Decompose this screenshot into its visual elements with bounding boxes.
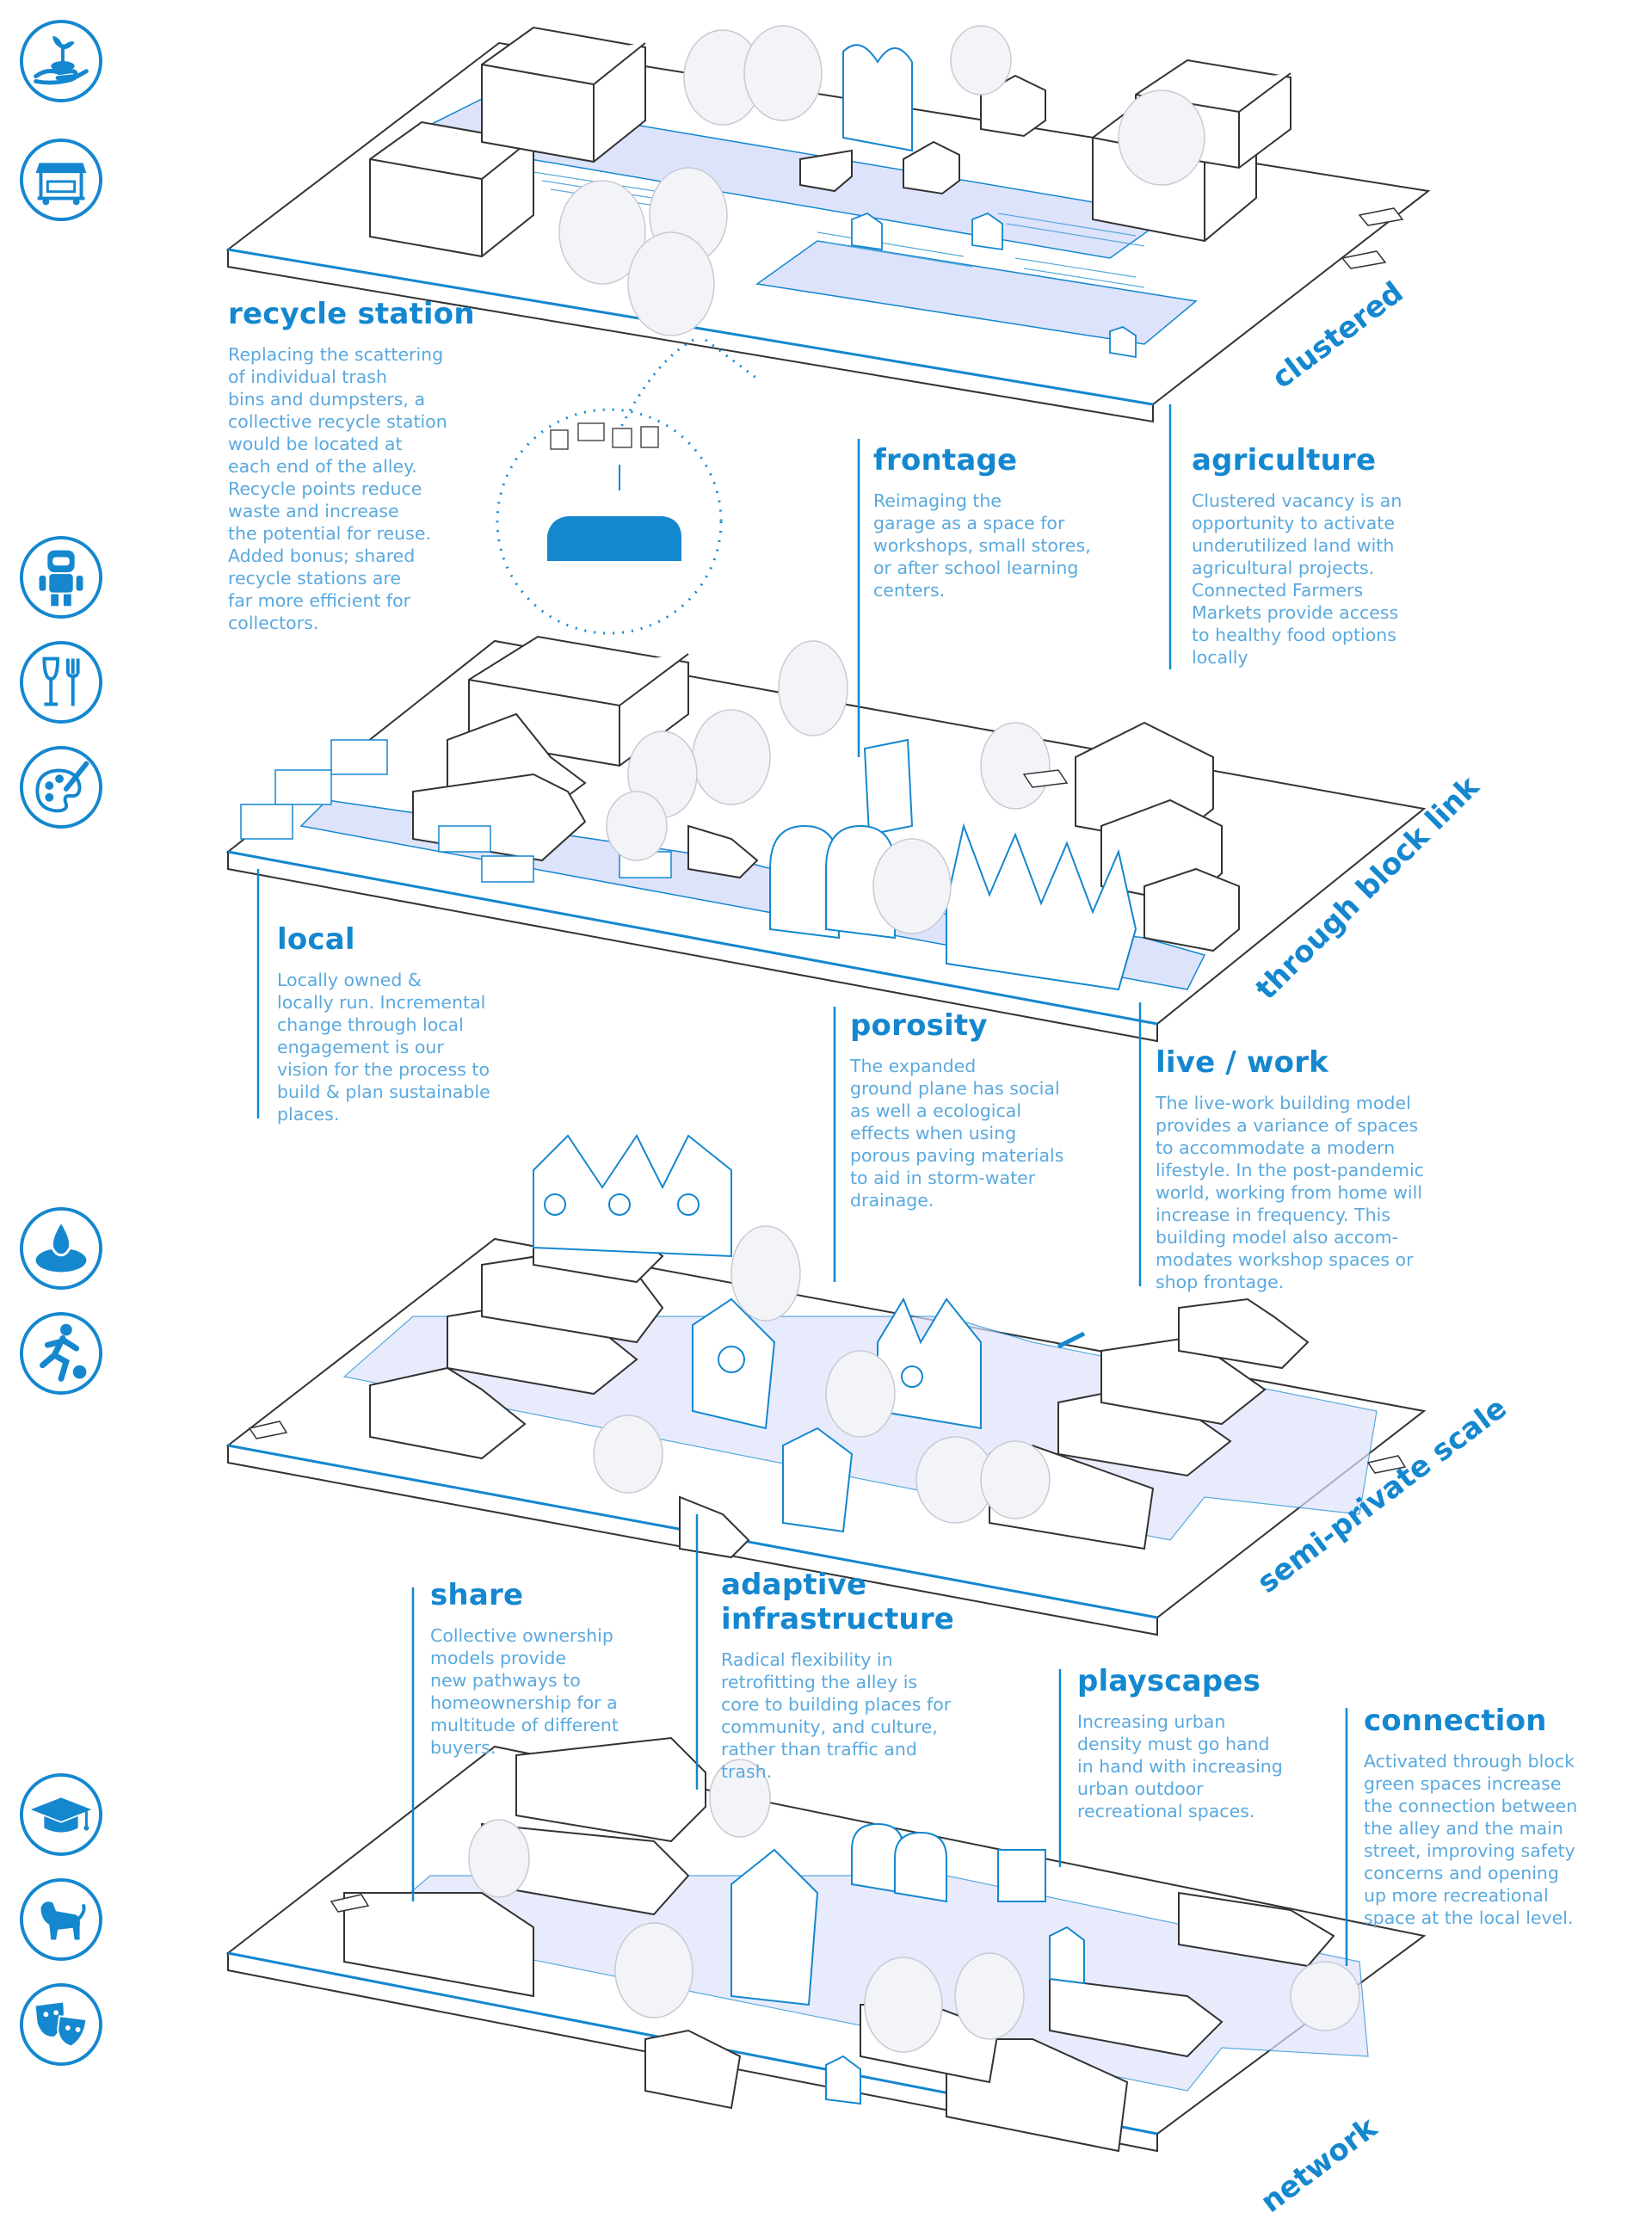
scale-label-network: network — [1254, 2111, 1384, 2220]
note-playscapes: playscapes Increasing urban density must… — [1077, 1664, 1327, 1822]
note-body: Increasing urban density must go hand in… — [1077, 1711, 1283, 1821]
note-body: Radical flexibility in retrofitting the … — [721, 1649, 952, 1782]
note-porosity: porosity The expanded ground plane has s… — [850, 1008, 1108, 1211]
note-body: Clustered vacancy is an opportunity to a… — [1192, 490, 1402, 668]
note-body: Activated through block green spaces inc… — [1364, 1751, 1578, 1928]
note-body: Collective ownership models provide new … — [430, 1625, 619, 1758]
robot-icon — [19, 535, 103, 619]
note-title: playscapes — [1077, 1664, 1261, 1698]
palette-icon — [19, 745, 103, 829]
note-frontage: frontage Reimaging the garage as a space… — [873, 443, 1149, 601]
note-agriculture: agriculture Clustered vacancy is an oppo… — [1192, 443, 1467, 669]
note-local: local Locally owned & locally run. Incre… — [277, 922, 544, 1125]
hand-sprout-icon — [19, 19, 103, 103]
note-title: connection — [1364, 1704, 1547, 1738]
note-adaptive-infrastructure: adaptive infrastructure Radical flexibil… — [721, 1568, 996, 1783]
note-live-work: live / work The live-work building model… — [1156, 1045, 1482, 1293]
note-title: agriculture — [1192, 443, 1377, 478]
note-connection: connection Activated through block green… — [1364, 1704, 1639, 1929]
scale-label-clustered: clustered — [1265, 274, 1410, 396]
fork-glass-icon — [19, 640, 103, 724]
note-body: The expanded ground plane has social as … — [850, 1056, 1064, 1211]
runner-icon — [19, 1311, 103, 1396]
note-title: porosity — [850, 1008, 988, 1043]
note-body: The live-work building model provides a … — [1156, 1093, 1424, 1292]
note-body: Reimaging the garage as a space for work… — [873, 490, 1091, 601]
note-title: frontage — [873, 443, 1018, 478]
note-title: share — [430, 1578, 524, 1612]
note-title: live / work — [1156, 1045, 1328, 1080]
note-body: Locally owned & locally run. Incremental… — [277, 970, 490, 1125]
graduation-cap-icon — [19, 1772, 103, 1857]
note-body: Replacing the scattering of individual t… — [228, 344, 447, 633]
note-title: local — [277, 922, 355, 957]
note-recycle-station: recycle station Replacing the scattering… — [228, 297, 512, 634]
note-title: recycle station — [228, 297, 475, 331]
theater-masks-icon — [19, 1982, 103, 2067]
dog-icon — [19, 1877, 103, 1962]
note-title: adaptive infrastructure — [721, 1568, 955, 1636]
scale-label-through-block-link: through block link — [1248, 769, 1486, 1007]
market-stall-icon — [19, 138, 103, 222]
water-drop-icon — [19, 1206, 103, 1291]
note-share: share Collective ownership models provid… — [430, 1578, 688, 1759]
scale-label-semi-private: semi-private scale — [1250, 1390, 1513, 1600]
